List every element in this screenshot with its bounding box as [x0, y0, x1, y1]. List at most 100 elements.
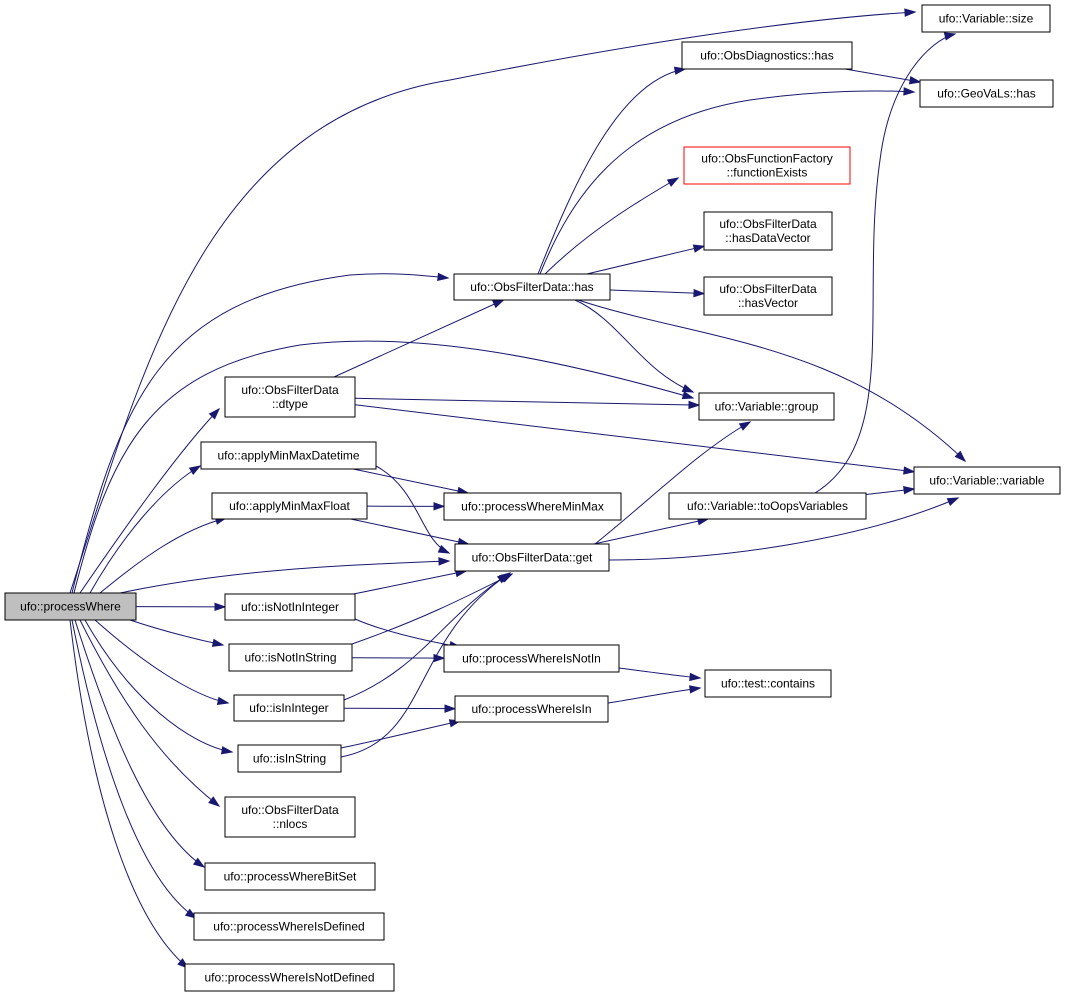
edge-processWhere-to-dtype — [79, 408, 220, 594]
edge-arrowhead — [903, 466, 916, 475]
edge-arrowhead — [444, 704, 457, 713]
node-variableSize[interactable]: ufo::Variable::size — [921, 4, 1051, 33]
edge-applyMinMaxDatetime-to-filterGet — [375, 465, 450, 554]
node-isInString[interactable]: ufo::isInString — [237, 744, 342, 773]
node-label: ufo::applyMinMaxFloat — [229, 499, 350, 513]
node-isNotInString[interactable]: ufo::isNotInString — [228, 643, 353, 672]
node-processWhereMinMax[interactable]: ufo::processWhereMinMax — [443, 492, 622, 521]
node-geovalsHas[interactable]: ufo::GeoVaLs::has — [919, 79, 1054, 108]
node-box — [453, 273, 611, 301]
edge-arrowhead — [438, 557, 451, 566]
node-label: ::nlocs — [273, 817, 308, 831]
node-label: ufo::processWhereMinMax — [461, 500, 604, 514]
edge-isNotInInteger-to-filterGet — [353, 570, 467, 595]
node-label: ufo::processWhereBitSet — [224, 870, 357, 884]
node-obsDiagHas[interactable]: ufo::ObsDiagnostics::has — [681, 41, 853, 70]
node-box — [703, 276, 833, 316]
node-toOopsVariables[interactable]: ufo::Variable::toOopsVariables — [668, 492, 867, 520]
edge-processWhere-to-variableGroup — [73, 340, 694, 594]
edge-processWhere-to-variableSize — [69, 11, 916, 594]
node-label: ufo::isInInteger — [249, 701, 328, 715]
node-hasVector[interactable]: ufo::ObsFilterData::hasVector — [703, 276, 833, 316]
edge-arrowhead — [954, 450, 967, 463]
edge-arrowhead — [738, 421, 752, 431]
node-box — [704, 669, 832, 698]
node-label: ufo::applyMinMaxDatetime — [217, 449, 359, 463]
node-processWhereIsNotDefined[interactable]: ufo::processWhereIsNotDefined — [184, 963, 395, 992]
node-funcFactoryExists[interactable]: ufo::ObsFunctionFactory::functionExists — [683, 146, 851, 185]
edge-dtype-to-variableGroup — [354, 397, 700, 406]
node-box — [237, 744, 342, 773]
edge-arrowhead — [216, 696, 230, 705]
node-label: ::hasDataVector — [725, 231, 810, 245]
node-applyMinMaxFloat[interactable]: ufo::applyMinMaxFloat — [211, 492, 368, 520]
edge-layer — [69, 8, 967, 969]
node-label: ufo::ObsFilterData::get — [472, 551, 593, 565]
edge-processWhereIsIn-to-testContains — [607, 687, 701, 704]
edge-processWhere-to-nlocs — [79, 619, 220, 807]
edge-isInString-to-filterGet — [340, 572, 511, 758]
node-label: ufo::isNotInInteger — [241, 600, 339, 614]
edge-arrowhead — [437, 272, 450, 282]
node-isNotInInteger[interactable]: ufo::isNotInInteger — [224, 593, 356, 621]
node-processWhereIsDefined[interactable]: ufo::processWhereIsDefined — [193, 912, 385, 941]
edge-arrowhead — [908, 76, 922, 85]
node-box — [443, 644, 620, 673]
node-variableVariable[interactable]: ufo::Variable::variable — [913, 466, 1061, 495]
edge-processWhere-to-applyMinMaxFloat — [99, 517, 227, 594]
node-dtype[interactable]: ufo::ObsFilterData::dtype — [224, 376, 356, 418]
edge-dtype-to-filterHas — [333, 299, 504, 378]
edge-arrowhead — [220, 746, 234, 755]
edge-arrowhead — [208, 407, 221, 420]
node-box — [204, 862, 376, 891]
node-label: ufo::ObsFilterData — [719, 282, 817, 296]
node-label: ufo::processWhereIsNotIn — [462, 652, 601, 666]
node-box — [184, 963, 395, 992]
edge-filterHas-to-variableGroup — [574, 299, 694, 393]
node-testContains[interactable]: ufo::test::contains — [704, 669, 832, 698]
node-box — [683, 146, 851, 185]
node-filterHas[interactable]: ufo::ObsFilterData::has — [453, 273, 611, 301]
edge-arrowhead — [437, 544, 451, 554]
node-box — [4, 592, 137, 621]
node-processWhereIsIn[interactable]: ufo::processWhereIsIn — [454, 695, 609, 723]
node-processWhere[interactable]: ufo::processWhere — [4, 592, 137, 621]
node-variableGroup[interactable]: ufo::Variable::group — [698, 392, 835, 421]
node-box — [200, 441, 377, 470]
node-isInInteger[interactable]: ufo::isInInteger — [233, 694, 345, 722]
edge-arrowhead — [946, 497, 960, 507]
edge-arrowhead — [903, 87, 916, 96]
node-box — [681, 41, 853, 70]
node-filterGet[interactable]: ufo::ObsFilterData::get — [454, 543, 610, 572]
node-label: ufo::isNotInString — [244, 651, 336, 665]
node-nlocs[interactable]: ufo::ObsFilterData::nlocs — [224, 796, 356, 838]
edge-arrowhead — [184, 908, 198, 919]
edge-arrowhead — [214, 602, 227, 612]
edge-arrowhead — [681, 384, 695, 393]
edge-isNotInString-to-filterGet — [351, 573, 513, 645]
node-label: ufo::processWhereIsNotDefined — [204, 971, 374, 985]
edge-arrowhead — [688, 400, 701, 410]
node-box — [919, 79, 1054, 108]
edge-isInString-to-processWhereIsIn — [340, 720, 461, 749]
edge-filterGet-to-variableGroup — [594, 421, 751, 545]
node-processWhereBitSet[interactable]: ufo::processWhereBitSet — [204, 862, 376, 891]
node-label: ufo::processWhereIsDefined — [213, 920, 364, 934]
edge-dtype-to-variableVariable — [354, 404, 915, 473]
edge-arrowhead — [681, 391, 695, 400]
node-hasDataVector[interactable]: ufo::ObsFilterData::hasDataVector — [703, 211, 833, 251]
edge-arrowhead — [192, 857, 206, 868]
node-label: ufo::ObsFilterData — [241, 803, 339, 817]
edge-arrowhead — [666, 177, 680, 187]
edge-processWhere-to-isNotInString — [129, 619, 224, 646]
edge-filterHas-to-funcFactoryExists — [544, 177, 679, 275]
edge-arrowhead — [689, 672, 702, 682]
node-processWhereIsNotIn[interactable]: ufo::processWhereIsNotIn — [443, 644, 620, 673]
edge-processWhere-to-applyMinMaxDatetime — [89, 465, 201, 594]
edge-processWhere-to-filterHas — [71, 273, 449, 594]
edge-filterHas-to-variableVariable — [577, 299, 966, 462]
edge-arrowhead — [903, 486, 916, 495]
edge-arrowhead — [904, 8, 917, 17]
node-applyMinMaxDatetime[interactable]: ufo::applyMinMaxDatetime — [200, 441, 377, 470]
edge-arrowhead — [943, 32, 957, 41]
